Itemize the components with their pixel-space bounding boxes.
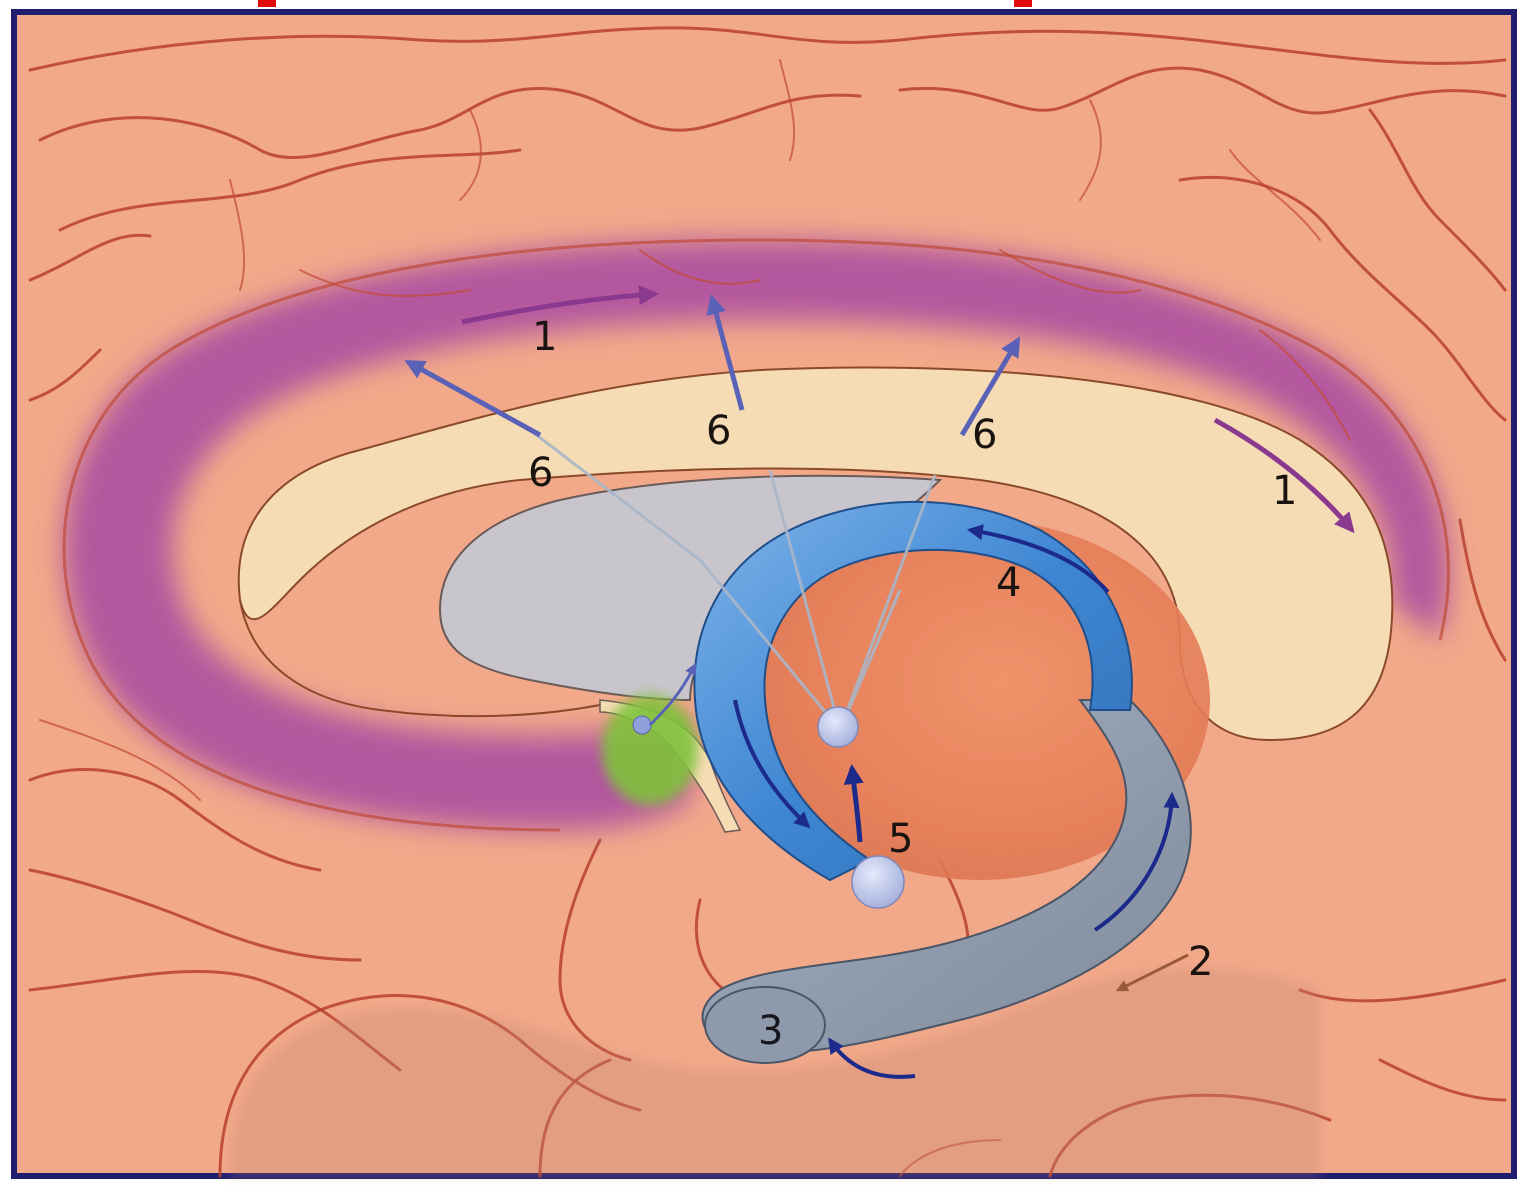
septal-area-green — [602, 695, 698, 805]
label-fornix: 4 — [996, 560, 1021, 606]
label-parahippocampal: 2 — [1188, 939, 1213, 985]
label-mammillary: 5 — [888, 816, 913, 862]
label-hippocampus-tail: 3 — [758, 1008, 783, 1054]
label-cingulum-posterior: 1 — [1272, 468, 1297, 514]
mammillary-body — [852, 856, 904, 908]
label-cingulum-anterior: 1 — [532, 314, 557, 360]
label-radiation-right: 6 — [972, 412, 997, 458]
septal-nucleus-dot — [633, 716, 651, 734]
label-radiation-left: 6 — [528, 450, 553, 496]
label-radiation-middle: 6 — [706, 408, 731, 454]
nucleus-upper — [818, 707, 858, 747]
